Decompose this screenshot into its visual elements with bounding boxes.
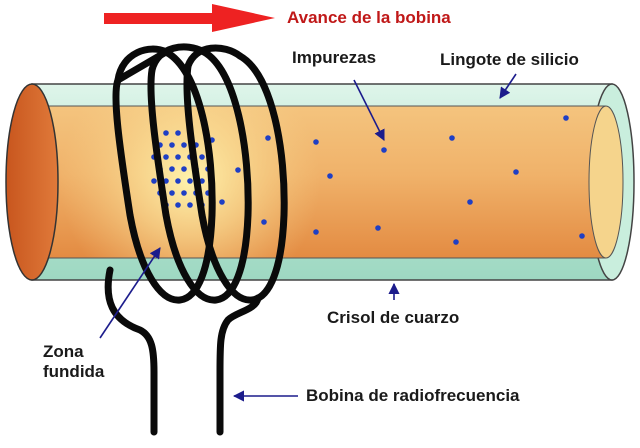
ingot-label: Lingote de silicio xyxy=(440,50,579,69)
impurity-dot xyxy=(151,178,157,184)
impurities-label: Impurezas xyxy=(292,48,377,67)
impurity-dot xyxy=(563,115,569,121)
impurity-dot xyxy=(199,154,205,160)
molten-zone-label-line2: fundida xyxy=(43,361,105,381)
impurities-pointer xyxy=(353,79,385,142)
impurity-dot xyxy=(449,135,455,141)
rf-coil-back xyxy=(114,43,244,84)
impurity-dot xyxy=(187,178,193,184)
advance-label: Avance de la bobina xyxy=(287,8,451,27)
impurity-dot xyxy=(453,239,459,245)
impurity-dot xyxy=(313,229,319,235)
impurity-dot xyxy=(169,190,175,196)
impurity-dot xyxy=(219,199,225,205)
impurity-dot xyxy=(181,190,187,196)
molten-zone-label-line1: Zona xyxy=(43,342,84,361)
crucible-label: Crisol de cuarzo xyxy=(327,308,460,327)
ingot-end-face xyxy=(5,83,59,281)
impurity-dot xyxy=(163,154,169,160)
impurity-dot xyxy=(513,169,519,175)
impurity-dot xyxy=(235,167,241,173)
impurity-dot xyxy=(467,199,473,205)
impurity-dot xyxy=(175,178,181,184)
label-pointers xyxy=(99,73,517,402)
molten-zone-label: Zona fundida xyxy=(43,342,104,381)
impurity-dot xyxy=(381,147,387,153)
impurity-dot xyxy=(163,130,169,136)
zone-pointer xyxy=(99,247,161,339)
impurity-dot xyxy=(169,166,175,172)
impurity-dot xyxy=(187,202,193,208)
impurity-dot xyxy=(181,142,187,148)
impurity-dot xyxy=(375,225,381,231)
rf-coil-label: Bobina de radiofrecuencia xyxy=(306,386,520,405)
rf-coil xyxy=(104,48,288,436)
impurity-dot xyxy=(327,173,333,179)
impurity-dot xyxy=(265,135,271,141)
arrow-right-icon xyxy=(104,4,275,32)
ingot-pointer xyxy=(499,73,517,99)
impurity-dot xyxy=(175,154,181,160)
impurity-dot xyxy=(181,166,187,172)
impurity-dot xyxy=(175,202,181,208)
silicon-ingot xyxy=(32,105,624,259)
impurity-dot xyxy=(169,142,175,148)
impurity-dot xyxy=(175,130,181,136)
impurity-dot xyxy=(579,233,585,239)
impurity-dot xyxy=(313,139,319,145)
impurity-dot xyxy=(261,219,267,225)
